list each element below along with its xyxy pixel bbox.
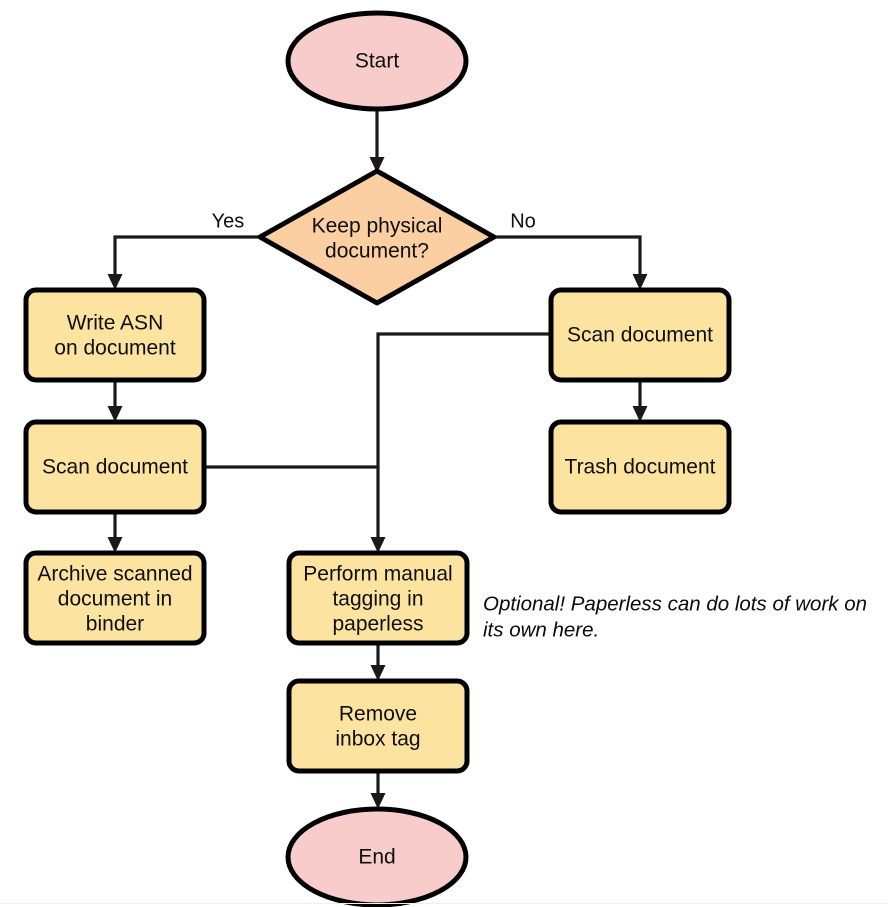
manual-tagging-label-line-2: tagging in <box>332 588 423 611</box>
archive-label-line-3: binder <box>86 613 144 636</box>
edge-decision-yes-to-write-asn <box>107 235 260 290</box>
archive-label-line-2: document in <box>58 588 172 611</box>
archive-in-binder-box[interactable] <box>23 550 207 646</box>
scan-document-right-box[interactable] <box>548 287 732 383</box>
edge-remove-inbox-tag-to-end <box>370 771 386 809</box>
manual-tagging-label-line-3: paperless <box>332 613 423 636</box>
scan-document-left-box[interactable] <box>23 419 207 515</box>
edge-scan-left-to-archive <box>107 512 123 553</box>
start-label: Start <box>355 50 400 73</box>
node-trash-document[interactable]: Trash document <box>548 419 732 515</box>
annotation-layer: Optional! Paperless can do lots of work … <box>483 592 867 641</box>
edge-label-no: No <box>510 210 536 232</box>
decision-diamond[interactable] <box>257 168 497 306</box>
edge-start-to-decision <box>369 109 385 173</box>
write-asn-label-line-2: on document <box>54 337 176 360</box>
edge-write-asn-to-scan-left <box>107 380 123 422</box>
decision-label-line-2: document? <box>325 240 429 263</box>
remove-inbox-tag-box[interactable] <box>286 678 470 774</box>
optional-note-line-1: Optional! Paperless can do lots of work … <box>483 592 867 615</box>
edge-label-layer: Yes No <box>212 210 536 232</box>
node-scan-document-right[interactable]: Scan document <box>548 287 732 383</box>
edge-manual-tagging-to-remove-inbox-tag <box>370 643 386 681</box>
edge-layer <box>107 109 648 809</box>
trash-document-label: Trash document <box>565 456 716 479</box>
end-label: End <box>358 846 395 869</box>
edge-label-yes: Yes <box>212 210 245 232</box>
optional-note-line-2: its own here. <box>483 618 599 641</box>
manual-tagging-label-line-1: Perform manual <box>303 563 452 586</box>
write-asn-label-line-1: Write ASN <box>67 312 163 335</box>
node-keep-physical-document[interactable]: Keep physical document? <box>257 168 497 306</box>
remove-inbox-tag-label-line-1: Remove <box>339 703 417 726</box>
scan-document-left-label: Scan document <box>42 456 188 479</box>
remove-inbox-tag-label-line-2: inbox tag <box>335 728 420 751</box>
edge-scan-right-to-manual-tagging <box>370 332 551 553</box>
edge-decision-no-to-scan-right <box>494 235 648 290</box>
scan-document-right-label: Scan document <box>567 324 713 347</box>
decision-label-line-1: Keep physical <box>312 215 443 238</box>
start-ellipse[interactable] <box>285 10 469 112</box>
node-manual-tagging[interactable]: Perform manual tagging in paperless <box>286 550 470 646</box>
node-scan-document-left[interactable]: Scan document <box>23 419 207 515</box>
trash-document-box[interactable] <box>548 419 732 515</box>
edge-scan-right-to-trash <box>632 380 648 422</box>
archive-label-line-1: Archive scanned <box>37 563 192 586</box>
node-remove-inbox-tag[interactable]: Remove inbox tag <box>286 678 470 774</box>
node-start[interactable]: Start <box>285 10 469 112</box>
node-end[interactable]: End <box>285 806 469 907</box>
node-write-asn[interactable]: Write ASN on document <box>23 287 207 383</box>
node-layer: Start Keep physical document? Write ASN … <box>23 10 732 907</box>
end-ellipse[interactable] <box>285 806 469 907</box>
write-asn-box[interactable] <box>23 287 207 383</box>
manual-tagging-box[interactable] <box>286 550 470 646</box>
node-archive-in-binder[interactable]: Archive scanned document in binder <box>23 550 207 646</box>
